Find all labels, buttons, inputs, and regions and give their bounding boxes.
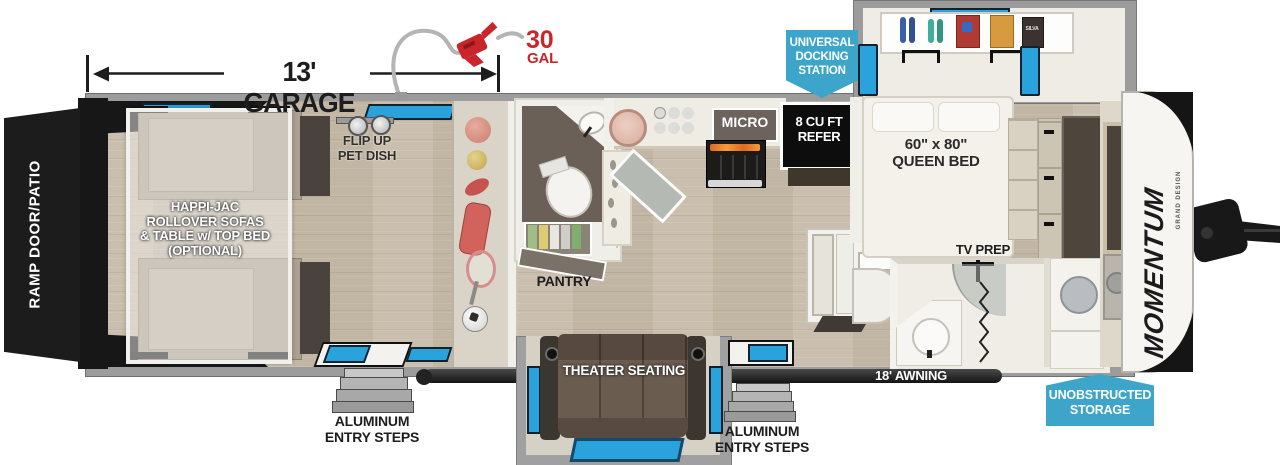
theater-seat-front bbox=[558, 418, 688, 438]
soccer-ball bbox=[462, 306, 488, 332]
entry-door-left-mat bbox=[322, 345, 372, 363]
brand-maker: GRAND DESIGN bbox=[1176, 171, 1182, 230]
pet-dish-bowl bbox=[348, 116, 368, 136]
entry-steps-right bbox=[724, 411, 796, 422]
docking-station-badge-label: UNIVERSAL DOCKING STATION bbox=[789, 37, 855, 77]
theater-seats bbox=[558, 360, 688, 420]
sofa-overlay-label: HAPPI-JAC ROLLOVER SOFAS & TABLE w/ TOP … bbox=[139, 199, 271, 258]
brand-logo: MOMENTUM bbox=[1138, 185, 1169, 361]
entry-steps-label-left: ALUMINUM ENTRY STEPS bbox=[324, 413, 420, 445]
rollover-sofa-top-back bbox=[300, 116, 330, 196]
tv-prep-label: TV PREP bbox=[955, 242, 1011, 257]
refrigerator-label: 8 CU FT REFER bbox=[795, 114, 843, 144]
pantry-label: PANTRY bbox=[536, 273, 592, 289]
queen-bed-label: 60" x 80" QUEEN BED bbox=[892, 136, 980, 170]
bed-pillow bbox=[938, 102, 1000, 132]
closet-item-label: SILVA bbox=[1025, 26, 1039, 32]
sofa-option-overlay bbox=[126, 108, 292, 364]
pet-dish-bowl bbox=[371, 115, 391, 135]
bedroom-drawer-column bbox=[1038, 118, 1062, 260]
entertainment-shelf bbox=[788, 168, 850, 186]
pet-dish-label: FLIP UP PET DISH bbox=[337, 133, 397, 163]
bedroom-wardrobe bbox=[1062, 116, 1102, 264]
pantry-box bbox=[539, 225, 548, 249]
storage-badge-label: UNOBSTRUCTED STORAGE bbox=[1048, 388, 1152, 417]
rollover-sofa-bottom-back bbox=[300, 262, 330, 354]
ramp-door-column bbox=[78, 98, 108, 369]
wardrobe-shelf-line bbox=[1050, 330, 1102, 332]
pantry-box bbox=[572, 225, 581, 249]
rear-bath-sink bbox=[912, 318, 950, 356]
bed-steps bbox=[1008, 118, 1038, 240]
hanging-rod-left bbox=[902, 50, 940, 63]
theater-armrest-right bbox=[686, 336, 706, 440]
awning-label: 18' AWNING bbox=[874, 368, 948, 383]
basketball bbox=[465, 117, 491, 143]
hitch bbox=[1185, 198, 1280, 263]
pantry-box bbox=[550, 225, 559, 249]
pantry-box bbox=[561, 225, 570, 249]
cooktop-grate bbox=[710, 155, 760, 179]
cooktop-burner-strip bbox=[710, 144, 760, 151]
storage-badge bbox=[1046, 374, 1154, 426]
theater-cupholder bbox=[691, 347, 705, 361]
pantry-box bbox=[528, 225, 537, 249]
utensil bbox=[610, 160, 616, 170]
ball bbox=[467, 150, 487, 170]
theater-rug bbox=[569, 438, 685, 462]
fuel-capacity-label: 30 bbox=[526, 26, 554, 54]
theater-cupholder bbox=[545, 347, 559, 361]
bedroom-window-right bbox=[1020, 46, 1040, 96]
fuel-pump-icon bbox=[456, 21, 498, 68]
hutch-cabinet-door bbox=[812, 234, 834, 316]
theater-armrest-left bbox=[540, 336, 560, 440]
entry-door-right-mat bbox=[748, 344, 788, 362]
tennis-racket bbox=[466, 250, 496, 288]
drawer-handle bbox=[1044, 130, 1054, 134]
laundry-basket bbox=[1060, 276, 1098, 314]
garage-dimension-label: 13' GARAGE bbox=[243, 56, 355, 119]
closet-flipflops-blue bbox=[900, 17, 906, 43]
front-storage-wheel bbox=[1106, 272, 1128, 294]
ramp-door-panel bbox=[4, 108, 80, 362]
kitchen-round-pan bbox=[609, 109, 647, 147]
fuel-unit-label: GAL bbox=[527, 50, 559, 67]
theater-backrest bbox=[558, 334, 688, 360]
bed-pillow bbox=[872, 102, 934, 132]
rear-bath-faucet bbox=[927, 350, 932, 358]
theater-window-right bbox=[709, 366, 723, 434]
entry-steps-left bbox=[332, 401, 414, 413]
theater-seating-label: THEATER SEATING bbox=[562, 363, 686, 378]
ramp-door-label: RAMP DOOR/PATIO bbox=[26, 160, 44, 309]
closet-box-orange bbox=[990, 15, 1014, 48]
cooktop-knobs bbox=[708, 180, 762, 187]
closet-flipflops-teal bbox=[928, 19, 934, 43]
rear-bath-divider bbox=[1044, 258, 1050, 367]
glassware bbox=[654, 107, 666, 119]
closet-box-detail bbox=[962, 22, 972, 32]
microwave-label: MICRO bbox=[721, 114, 769, 130]
bedroom-window-left bbox=[858, 44, 878, 96]
window-bottom-mid bbox=[405, 347, 453, 362]
entry-steps-label-right: ALUMINUM ENTRY STEPS bbox=[714, 423, 810, 455]
theater-window-left bbox=[527, 366, 541, 434]
front-storage-window bbox=[1103, 122, 1134, 254]
awning-bar-endcap bbox=[416, 369, 432, 385]
